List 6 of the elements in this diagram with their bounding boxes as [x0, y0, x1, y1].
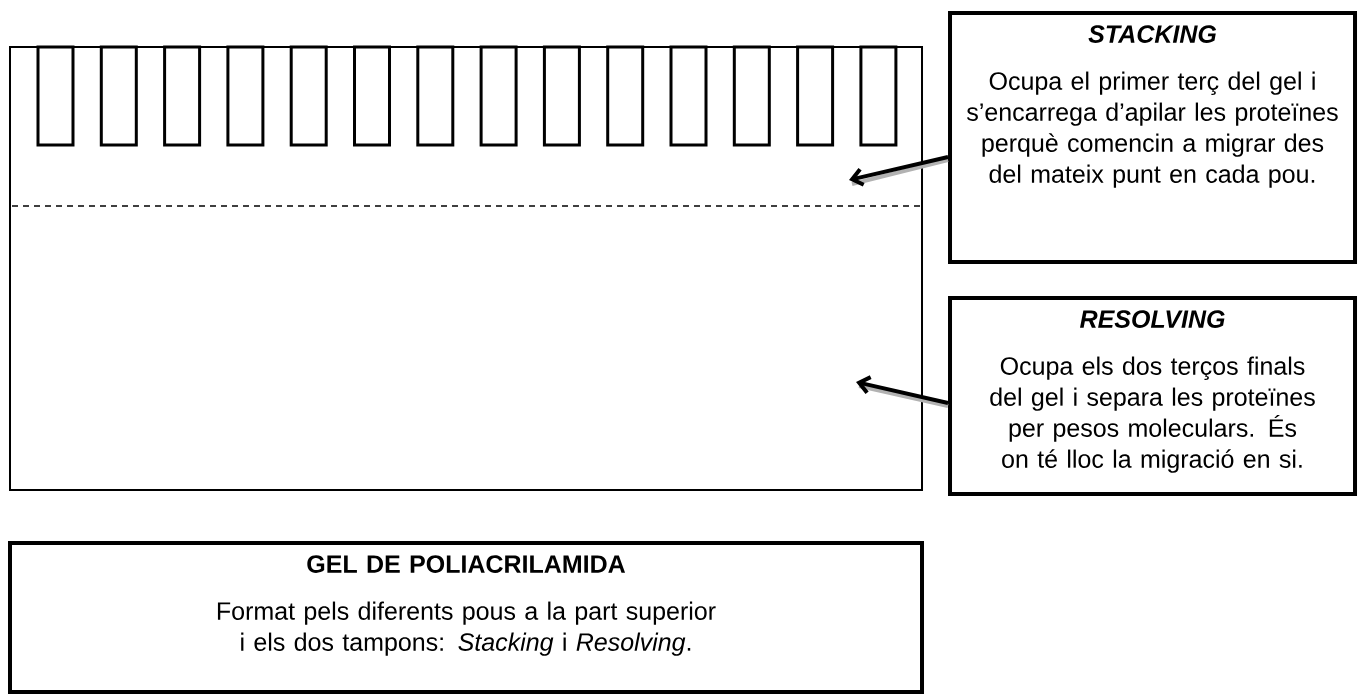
- gel-drawing: [9, 45, 923, 491]
- callout-box: RESOLVING Ocupa els dos terços finals del gel i separa les proteïnes per pesos moleculars. És on té lloc la migració en si.: [948, 296, 1357, 496]
- caption-box: GEL DE POLIACRILAMIDA Format pels diferents pous a la part superior i els dos tampons: Stacking i Resolving.: [8, 541, 924, 694]
- arrow: [849, 155, 949, 187]
- arrow: [856, 375, 949, 408]
- callout-box: STACKING Ocupa el primer terç del gel i s’encarrega d’apilar les proteïnes perquè comencin a migrar des del mateix punt en cada pou.: [948, 11, 1357, 264]
